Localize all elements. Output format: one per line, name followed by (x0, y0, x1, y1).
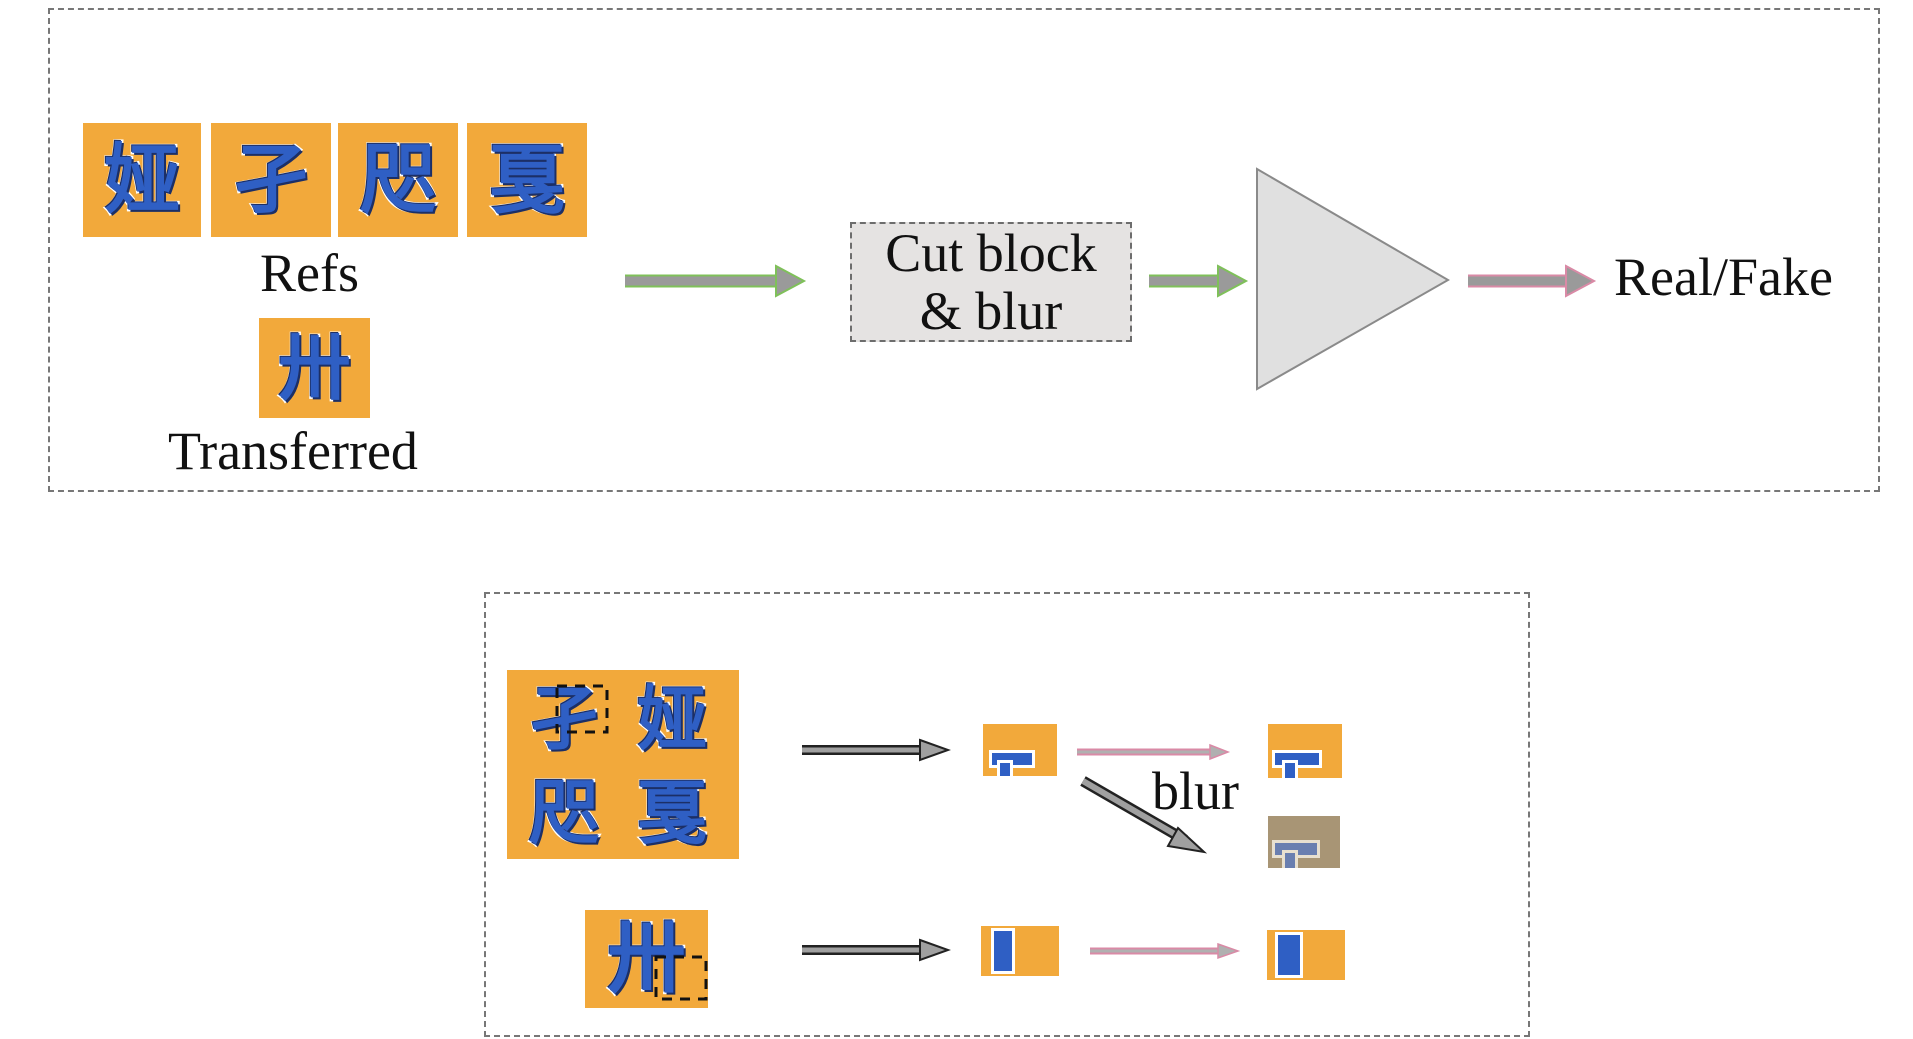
arrow-right-icon (1468, 264, 1597, 298)
transferred-tile: 卅 (259, 318, 370, 418)
dashed-crop-marker-icon (654, 955, 708, 1001)
arrow-right-icon (802, 738, 951, 762)
ref-tile-3: 咫 (338, 123, 458, 237)
transferred-label: Transferred (168, 421, 418, 481)
arrow-right-icon (625, 264, 807, 298)
crop-block-ref-target (1268, 724, 1342, 778)
crop-block-transferred-target (1267, 930, 1345, 980)
arrow-right-icon (1149, 264, 1249, 298)
cut-block-line-2: & blur (919, 281, 1063, 341)
bottom-ref-glyph-1: 孑 (528, 678, 601, 760)
refs-label: Refs (260, 243, 359, 303)
top-pipeline-frame (48, 8, 1880, 492)
arrow-right-icon (1077, 743, 1231, 761)
blur-label: blur (1152, 761, 1239, 821)
bottom-ref-glyph-3: 咫 (528, 772, 601, 854)
triangle-discriminator-icon (1256, 167, 1451, 391)
crop-block-transferred (981, 926, 1059, 976)
crop-block-blurred (1268, 816, 1340, 868)
ref-tile-4: 戛 (467, 123, 587, 237)
real-fake-label: Real/Fake (1614, 247, 1833, 307)
arrow-right-icon (1090, 942, 1241, 960)
ref-tile-1: 娅 (83, 123, 201, 237)
bottom-transferred-tile: 卅 (585, 910, 708, 1008)
ref-glyph-3: 咫 (359, 135, 438, 224)
bottom-ref-glyph-2: 娅 (636, 678, 709, 760)
bottom-refs-tile: 孑 娅 咫 戛 (507, 670, 739, 859)
transferred-glyph: 卅 (277, 326, 352, 410)
crop-block-transferred-stroke (991, 928, 1015, 974)
crop-block-ref-stroke-2 (997, 760, 1013, 776)
ref-glyph-2: 孑 (232, 135, 311, 224)
cut-block-line-1: Cut block (885, 223, 1097, 283)
crop-block-ref (983, 724, 1057, 776)
bottom-detail-frame (484, 592, 1530, 1037)
crop-block-ref-target-stroke-2 (1282, 760, 1298, 778)
crop-block-blurred-stroke-2 (1282, 850, 1298, 868)
dashed-crop-marker-icon (555, 684, 609, 734)
ref-glyph-4: 戛 (488, 135, 567, 224)
arrow-right-icon (802, 938, 951, 962)
ref-tile-2: 孑 (211, 123, 331, 237)
arrow-diagonal-icon (1080, 776, 1208, 854)
bottom-transferred-glyph: 卅 (606, 914, 687, 1004)
crop-block-transferred-target-stroke (1275, 932, 1303, 978)
bottom-ref-glyph-4: 戛 (636, 772, 709, 854)
ref-glyph-1: 娅 (103, 135, 182, 224)
cut-block-blur-box: Cut block & blur (850, 222, 1132, 342)
